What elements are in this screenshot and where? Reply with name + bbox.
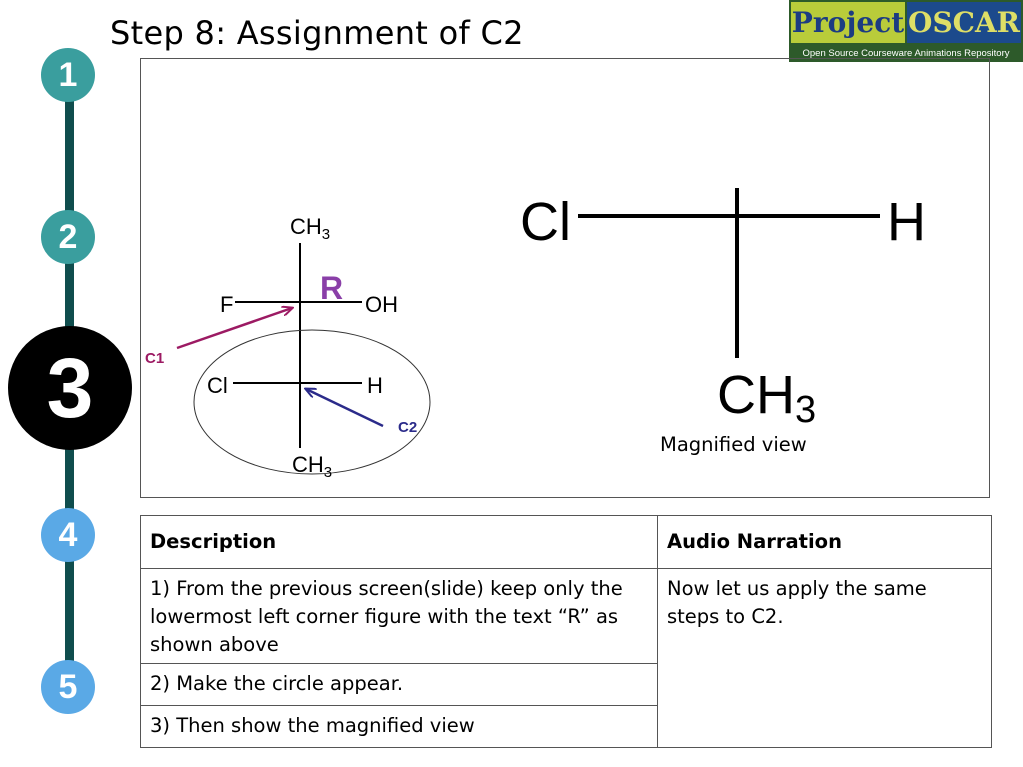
r-configuration-label: R [320,270,343,306]
fischer-lower-left-group: Cl [207,373,228,398]
c1-arrow [176,308,292,350]
table-row: 1) From the previous screen(slide) keep … [140,568,992,748]
fischer-upper-right-group: OH [365,292,398,317]
step-1-label: 1 [58,56,78,94]
step-4-circle[interactable] [41,508,95,562]
magnified-view-caption: Magnified view [660,433,807,456]
step-5-label: 5 [58,668,78,706]
step-3-circle[interactable] [8,326,132,450]
table-row: 2) Make the circle appear. [140,663,992,706]
magnified-right-group: H [887,192,926,252]
c2-highlight-circle [193,329,431,475]
magnified-bottom-group: CH3 [717,365,816,431]
logo-subtitle: Open Source Courseware Animations Reposi… [802,48,1010,59]
description-cell-1: 1) From the previous screen(slide) keep … [140,568,658,664]
table-row: 3) Then show the magnified view [140,705,992,748]
c2-arrow [306,389,384,428]
description-cell-2: 2) Make the circle appear. [140,663,658,706]
logo-project-text: Project [791,2,905,43]
c2-label: C2 [398,419,417,436]
fischer-upper-left-group: F [220,292,233,317]
description-header: Description [140,515,658,569]
step-2-label: 2 [58,218,78,256]
audio-narration-cell: Now let us apply the same steps to C2. [657,568,992,748]
c1-label: C1 [145,350,164,367]
fischer-bottom-group: CH3 [292,452,332,481]
step-1-circle[interactable] [41,48,95,102]
project-oscar-logo: Project OSCAR Open Source Courseware Ani… [789,0,1023,62]
logo-header: Project OSCAR [789,0,1023,45]
table-header-row: Description Audio Narration [140,515,992,569]
step-5-circle[interactable] [41,660,95,714]
slide-title: Step 8: Assignment of C2 [110,14,524,52]
step-3-label: 3 [46,341,94,435]
step-timeline [8,48,132,714]
step-4-label: 4 [58,516,78,554]
logo-oscar-text: OSCAR [907,2,1021,43]
fischer-lower-right-group: H [367,373,383,398]
step-2-circle[interactable] [41,210,95,264]
description-cell-3: 3) Then show the magnified view [140,705,658,748]
fischer-projection-diagram: CH3 R F OH Cl H CH3 C1 C2 Cl H CH3 Magni… [145,188,926,481]
diagram-frame [140,58,990,498]
steps-table: Description Audio Narration 1) From the … [140,515,992,748]
magnified-left-group: Cl [520,192,571,252]
audio-narration-header: Audio Narration [657,515,992,569]
fischer-top-group: CH3 [290,214,330,243]
